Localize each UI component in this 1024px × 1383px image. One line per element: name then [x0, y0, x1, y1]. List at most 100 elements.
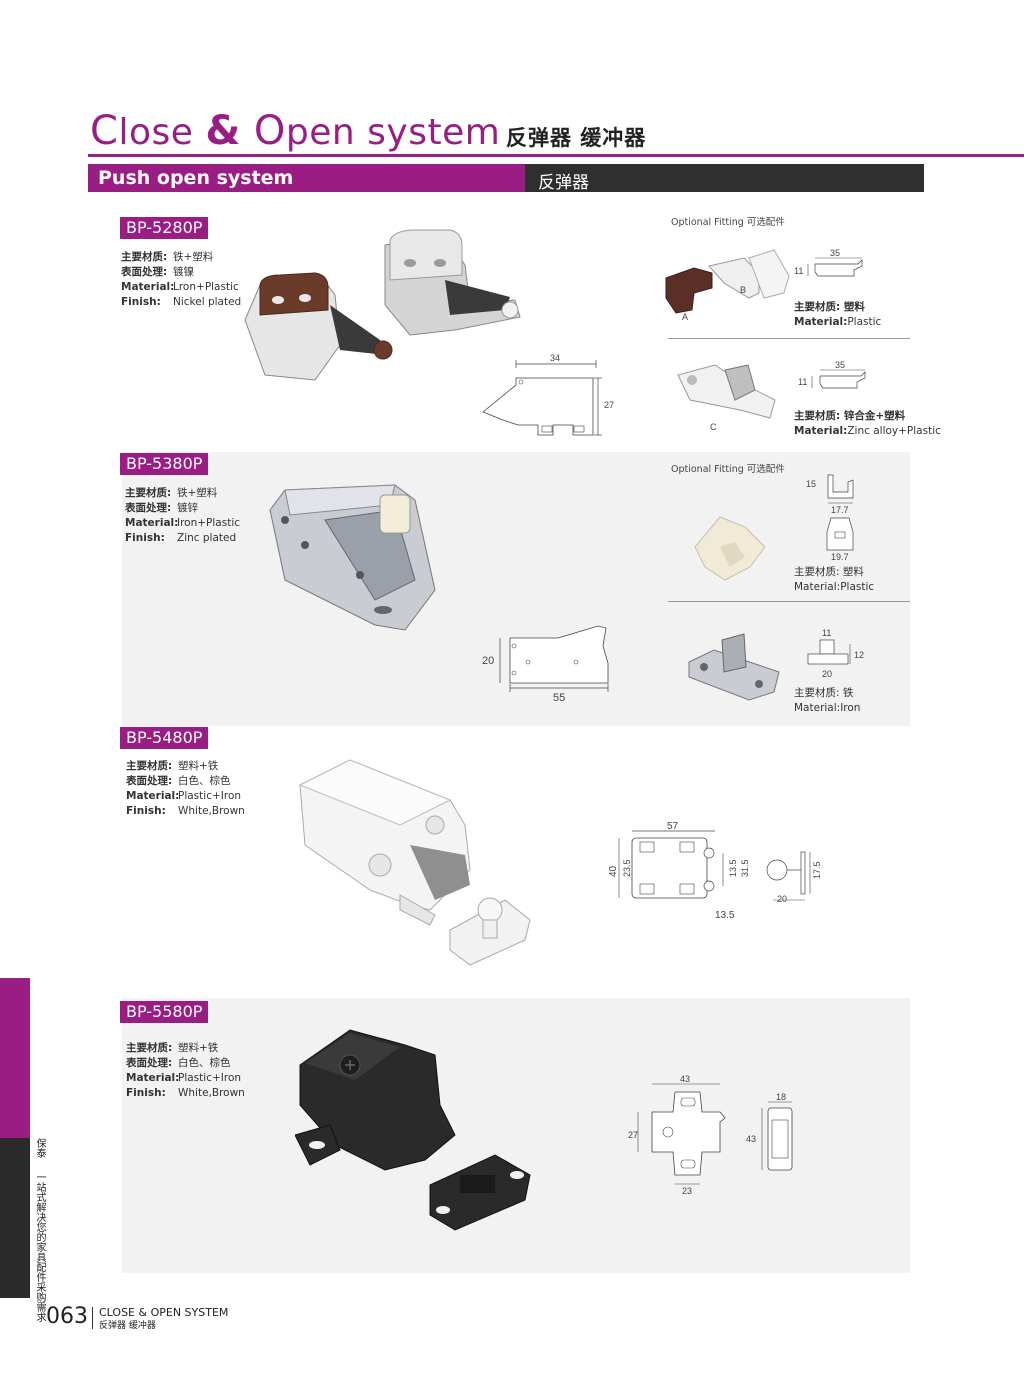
spec-list: 主要材质:铁+塑料 表面处理:镀镍 Material:Lron+Plastic … — [121, 250, 241, 310]
dimension-drawing-bp5580p: 43 27 23 18 43 — [628, 1074, 793, 1196]
fitting-material: 主要材质: 塑料 Material:Plastic — [794, 300, 881, 330]
material-en: Material:Plastic — [794, 581, 875, 593]
spec-key: 表面处理: — [126, 775, 173, 787]
material-cn: 主要材质: 塑料 — [794, 301, 865, 313]
fitting-label: B — [740, 285, 746, 295]
footer-title: CLOSE & OPEN SYSTEM — [99, 1306, 229, 1319]
material-value: Plastic — [847, 316, 882, 328]
spec-key: Finish: — [121, 296, 161, 308]
dimension-label: 20 — [482, 655, 494, 667]
spec-row: Material:Iron+Plastic — [125, 516, 240, 531]
dimension-label: 43 — [680, 1074, 690, 1084]
spec-key: 主要材质: — [126, 1042, 173, 1054]
product-photo-bp5480p — [298, 759, 531, 966]
spec-value: White,Brown — [178, 805, 245, 817]
spec-value: 塑料+铁 — [178, 760, 219, 772]
title-part: lose — [118, 112, 206, 153]
title-letter: O — [240, 108, 286, 154]
spec-list: 主要材质:铁+塑料 表面处理:镀锌 Material:Iron+Plastic … — [125, 486, 240, 546]
fitting-drawing-plastic: 15 17.7 19.7 — [806, 474, 854, 562]
spec-key: Material: — [121, 281, 175, 293]
spec-key: 表面处理: — [121, 266, 168, 278]
spec-value: Iron+Plastic — [177, 517, 241, 529]
dimension-label: 15 — [806, 479, 816, 489]
section-bar: Push open system — [88, 164, 525, 192]
spec-row: Material:Plastic+Iron — [126, 789, 245, 804]
spec-key: Material: — [126, 1072, 180, 1084]
spec-list: 主要材质: 塑料+铁 表面处理: 白色、棕色 Material:Plastic+Ir… — [126, 759, 245, 819]
spec-row: Finish: White,Brown — [126, 804, 245, 819]
fitting-drawing-iron: 11 12 20 — [807, 628, 864, 679]
optional-fitting-label: Optional Fitting 可选配件 — [671, 217, 785, 228]
dimension-label: 35 — [830, 248, 840, 258]
material-cn: 主要材质: 塑料 — [794, 566, 864, 578]
spec-row: 主要材质: 铁+塑料 — [121, 250, 241, 265]
optional-fitting-label: Optional Fitting 可选配件 — [671, 464, 785, 475]
dimension-label: 12 — [854, 650, 864, 660]
spec-row: Material:Plastic+Iron — [126, 1071, 245, 1086]
page-title: Close & Open system — [90, 108, 500, 154]
dimension-label: 57 — [667, 821, 679, 832]
fitting-label: A — [682, 312, 688, 322]
dimension-label: 35 — [835, 360, 845, 370]
fitting-photo-c: C — [677, 364, 776, 432]
dimension-drawing-bp5280p: 34 27 — [482, 353, 614, 436]
product-photo-bp5380p — [269, 484, 436, 631]
spec-value: 白色、棕色 — [178, 775, 231, 787]
spec-value: 铁+塑料 — [173, 251, 214, 263]
spec-value: 镀镍 — [173, 266, 194, 278]
spec-value: Plastic+Iron — [178, 790, 242, 802]
page-title-cn: 反弹器 缓冲器 — [506, 126, 647, 150]
fitting-drawing-c: 35 11 — [798, 360, 866, 389]
spec-row: 主要材质: 塑料+铁 — [126, 1041, 245, 1056]
page-number: 063 — [46, 1304, 88, 1329]
spec-list: 主要材质: 塑料+铁 表面处理:白色、棕色 Material:Plastic+Ir… — [126, 1041, 245, 1101]
spec-row: Material:Lron+Plastic — [121, 280, 241, 295]
spec-row: 表面处理: 白色、棕色 — [126, 774, 245, 789]
spec-key: 主要材质: — [125, 487, 172, 499]
spec-row: Finish:White,Brown — [126, 1086, 245, 1101]
footer-title-cn: 反弹器 缓冲器 — [99, 1321, 156, 1331]
spec-value: 铁+塑料 — [177, 487, 218, 499]
material-key: Material: — [794, 425, 848, 437]
dimension-label: 43 — [746, 1134, 756, 1144]
material-en: Material:Zinc alloy+Plastic — [794, 424, 941, 439]
spec-key: 主要材质: — [126, 760, 173, 772]
divider — [668, 601, 910, 602]
fitting-photo-iron — [688, 633, 780, 701]
material-en: Material:Plastic — [794, 315, 881, 330]
spec-value: 塑料+铁 — [178, 1042, 219, 1054]
material-key: Material: — [794, 316, 848, 328]
section-bar-cn: 反弹器 — [525, 164, 924, 193]
model-badge: BP-5280P — [120, 217, 209, 239]
spec-key: Finish: — [126, 1087, 166, 1099]
material-cn: 主要材质: 铁 — [794, 687, 854, 699]
sidebar-slogan: 保泰 一站式解决您的家具配件采购需求 — [31, 1138, 45, 1322]
dimension-label: 31.5 — [740, 859, 750, 877]
model-badge: BP-5580P — [120, 1001, 209, 1023]
dimension-label: 17.5 — [812, 861, 822, 879]
dimension-label: 34 — [550, 353, 560, 363]
model-badge: BP-5380P — [120, 453, 209, 475]
section-title: Push open system — [98, 167, 294, 189]
material-cn: 主要材质: 锌合金+塑料 — [794, 410, 906, 422]
fitting-material: 主要材质: 锌合金+塑料 Material:Zinc alloy+Plastic — [794, 409, 941, 439]
dimension-drawing-bp5480p: 57 40 23.5 31.5 13.5 13.5 17.5 20 — [608, 821, 822, 921]
dimension-label: 11 — [798, 377, 807, 387]
title-part: pen system — [285, 112, 501, 153]
spec-row: 表面处理:镀锌 — [125, 501, 240, 516]
sidebar-dark — [0, 1138, 30, 1298]
spec-row: 表面处理:白色、棕色 — [126, 1056, 245, 1071]
dimension-label: 23.5 — [622, 859, 632, 877]
dimension-label: 13.5 — [728, 859, 738, 877]
title-amp: & — [205, 108, 241, 154]
spec-key: 主要材质: — [121, 251, 168, 263]
material-value: Zinc alloy+Plastic — [847, 425, 941, 437]
spec-key: Finish: — [126, 805, 166, 817]
fitting-photo-ab: B A — [665, 249, 790, 322]
dimension-label: 13.5 — [715, 910, 735, 921]
spec-row: 主要材质: 塑料+铁 — [126, 759, 245, 774]
spec-value: Nickel plated — [173, 296, 242, 308]
title-letter: C — [90, 108, 119, 154]
spec-value: Plastic+Iron — [178, 1072, 242, 1084]
